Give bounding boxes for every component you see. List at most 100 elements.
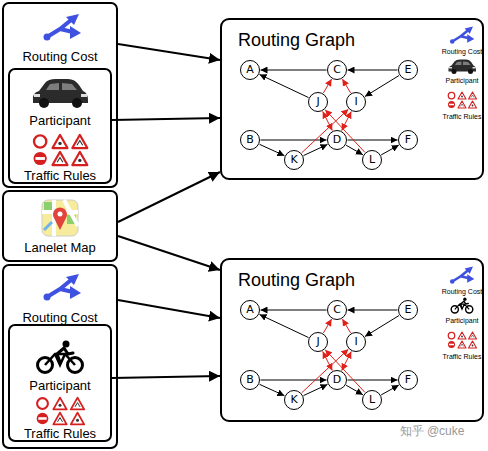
node-letter: F — [399, 371, 417, 389]
lane-change-edge — [302, 349, 349, 393]
successor-edge — [261, 70, 327, 71]
input-box: Lanelet Map — [2, 190, 118, 262]
legend-caption: Traffic Rules — [443, 352, 482, 361]
successor-edge — [260, 314, 309, 337]
legend-caption: Participant — [445, 316, 478, 325]
node-letter: I — [347, 333, 365, 351]
successor-edge — [348, 380, 398, 381]
successor-edge — [261, 140, 327, 141]
input-box: Routing CostParticipantTraffic Rules — [2, 2, 118, 188]
traffic-signs-icon — [448, 92, 477, 108]
graph-node: J — [308, 332, 328, 352]
graph-node: C — [327, 60, 347, 80]
input-arrow — [112, 118, 220, 120]
successor-edge — [346, 145, 363, 155]
node-letter: B — [241, 371, 259, 389]
graph-node: E — [398, 60, 418, 80]
node-letter: J — [309, 93, 327, 111]
input-box: ParticipantTraffic Rules — [8, 68, 112, 184]
graph-node: K — [284, 150, 304, 170]
successor-edge — [304, 144, 328, 155]
graph-node: L — [362, 390, 382, 410]
node-letter: F — [399, 131, 417, 149]
input-arrow — [118, 236, 220, 270]
box-label: Traffic Rules — [10, 168, 110, 184]
lane-change-edge — [342, 319, 350, 333]
successor-edge — [365, 76, 399, 97]
input-box: ParticipantTraffic Rules — [8, 324, 112, 442]
node-letter: I — [347, 93, 365, 111]
successor-edge — [261, 310, 327, 311]
box-label: Routing Cost — [4, 49, 116, 65]
box-label: Participant — [10, 113, 110, 129]
successor-edge — [348, 140, 398, 141]
successor-edge — [348, 70, 398, 71]
lane-change-edge — [302, 109, 349, 153]
node-letter: E — [399, 301, 417, 319]
graph-node: F — [398, 130, 418, 150]
graph-node: C — [327, 300, 347, 320]
lane-change-edge — [323, 351, 333, 370]
successor-edge — [381, 385, 399, 395]
graph-node: K — [284, 390, 304, 410]
lane-change-edge — [342, 79, 350, 93]
routing-graph-panel: Routing GraphA C E J I B D F K L — [220, 258, 484, 422]
node-letter: L — [363, 151, 381, 169]
graph-node: A — [240, 60, 260, 80]
graph-node: I — [346, 332, 366, 352]
legend-caption: Traffic Rules — [443, 112, 482, 121]
routing-cost-icon — [450, 267, 474, 284]
legend-caption: Routing Cost — [442, 47, 482, 56]
graph-node: I — [346, 92, 366, 112]
node-letter: K — [285, 391, 303, 409]
successor-edge — [304, 384, 328, 395]
node-letter: L — [363, 391, 381, 409]
node-letter: D — [328, 371, 346, 389]
routing-graph-panel: Routing GraphA C E J I B D F K L — [220, 18, 484, 180]
graph-title: Routing Graph — [238, 269, 355, 291]
routing-cost-icon — [44, 274, 82, 301]
bicycle-icon — [451, 298, 473, 313]
lane-change-edge — [323, 79, 331, 93]
graph-node: E — [398, 300, 418, 320]
watermark: 知乎 @cuke — [400, 424, 465, 438]
node-letter: A — [241, 301, 259, 319]
input-arrow — [118, 172, 220, 222]
node-letter: K — [285, 151, 303, 169]
graph-node: A — [240, 300, 260, 320]
node-letter: B — [241, 131, 259, 149]
successor-edge — [261, 380, 327, 381]
successor-edge — [346, 385, 363, 395]
input-arrow — [112, 376, 220, 378]
graph-node: B — [240, 130, 260, 150]
graph-node: J — [308, 92, 328, 112]
traffic-signs-icon — [448, 332, 477, 348]
node-letter: A — [241, 61, 259, 79]
input-box: Routing CostParticipantTraffic Rules — [2, 264, 118, 449]
node-letter: D — [328, 131, 346, 149]
car-icon — [448, 60, 476, 75]
traffic-signs-icon — [37, 398, 85, 425]
routing-cost-icon — [44, 14, 82, 41]
graph-node: D — [327, 130, 347, 150]
successor-edge — [381, 145, 399, 155]
input-arrow — [118, 44, 220, 60]
lane-change-edge — [325, 350, 365, 393]
graph-title: Routing Graph — [238, 29, 355, 51]
input-arrow — [118, 300, 220, 318]
lane-change-edge — [325, 110, 365, 153]
traffic-signs-icon — [34, 135, 88, 165]
car-icon — [33, 79, 88, 108]
box-label: Participant — [10, 378, 110, 394]
successor-edge — [365, 316, 399, 337]
bicycle-icon — [38, 341, 83, 373]
successor-edge — [348, 310, 398, 311]
graph-node: L — [362, 150, 382, 170]
successor-edge — [260, 384, 285, 395]
graph-node: B — [240, 370, 260, 390]
node-letter: C — [328, 301, 346, 319]
box-label: Traffic Rules — [10, 426, 110, 442]
graph-node: F — [398, 370, 418, 390]
lane-change-edge — [323, 319, 331, 333]
